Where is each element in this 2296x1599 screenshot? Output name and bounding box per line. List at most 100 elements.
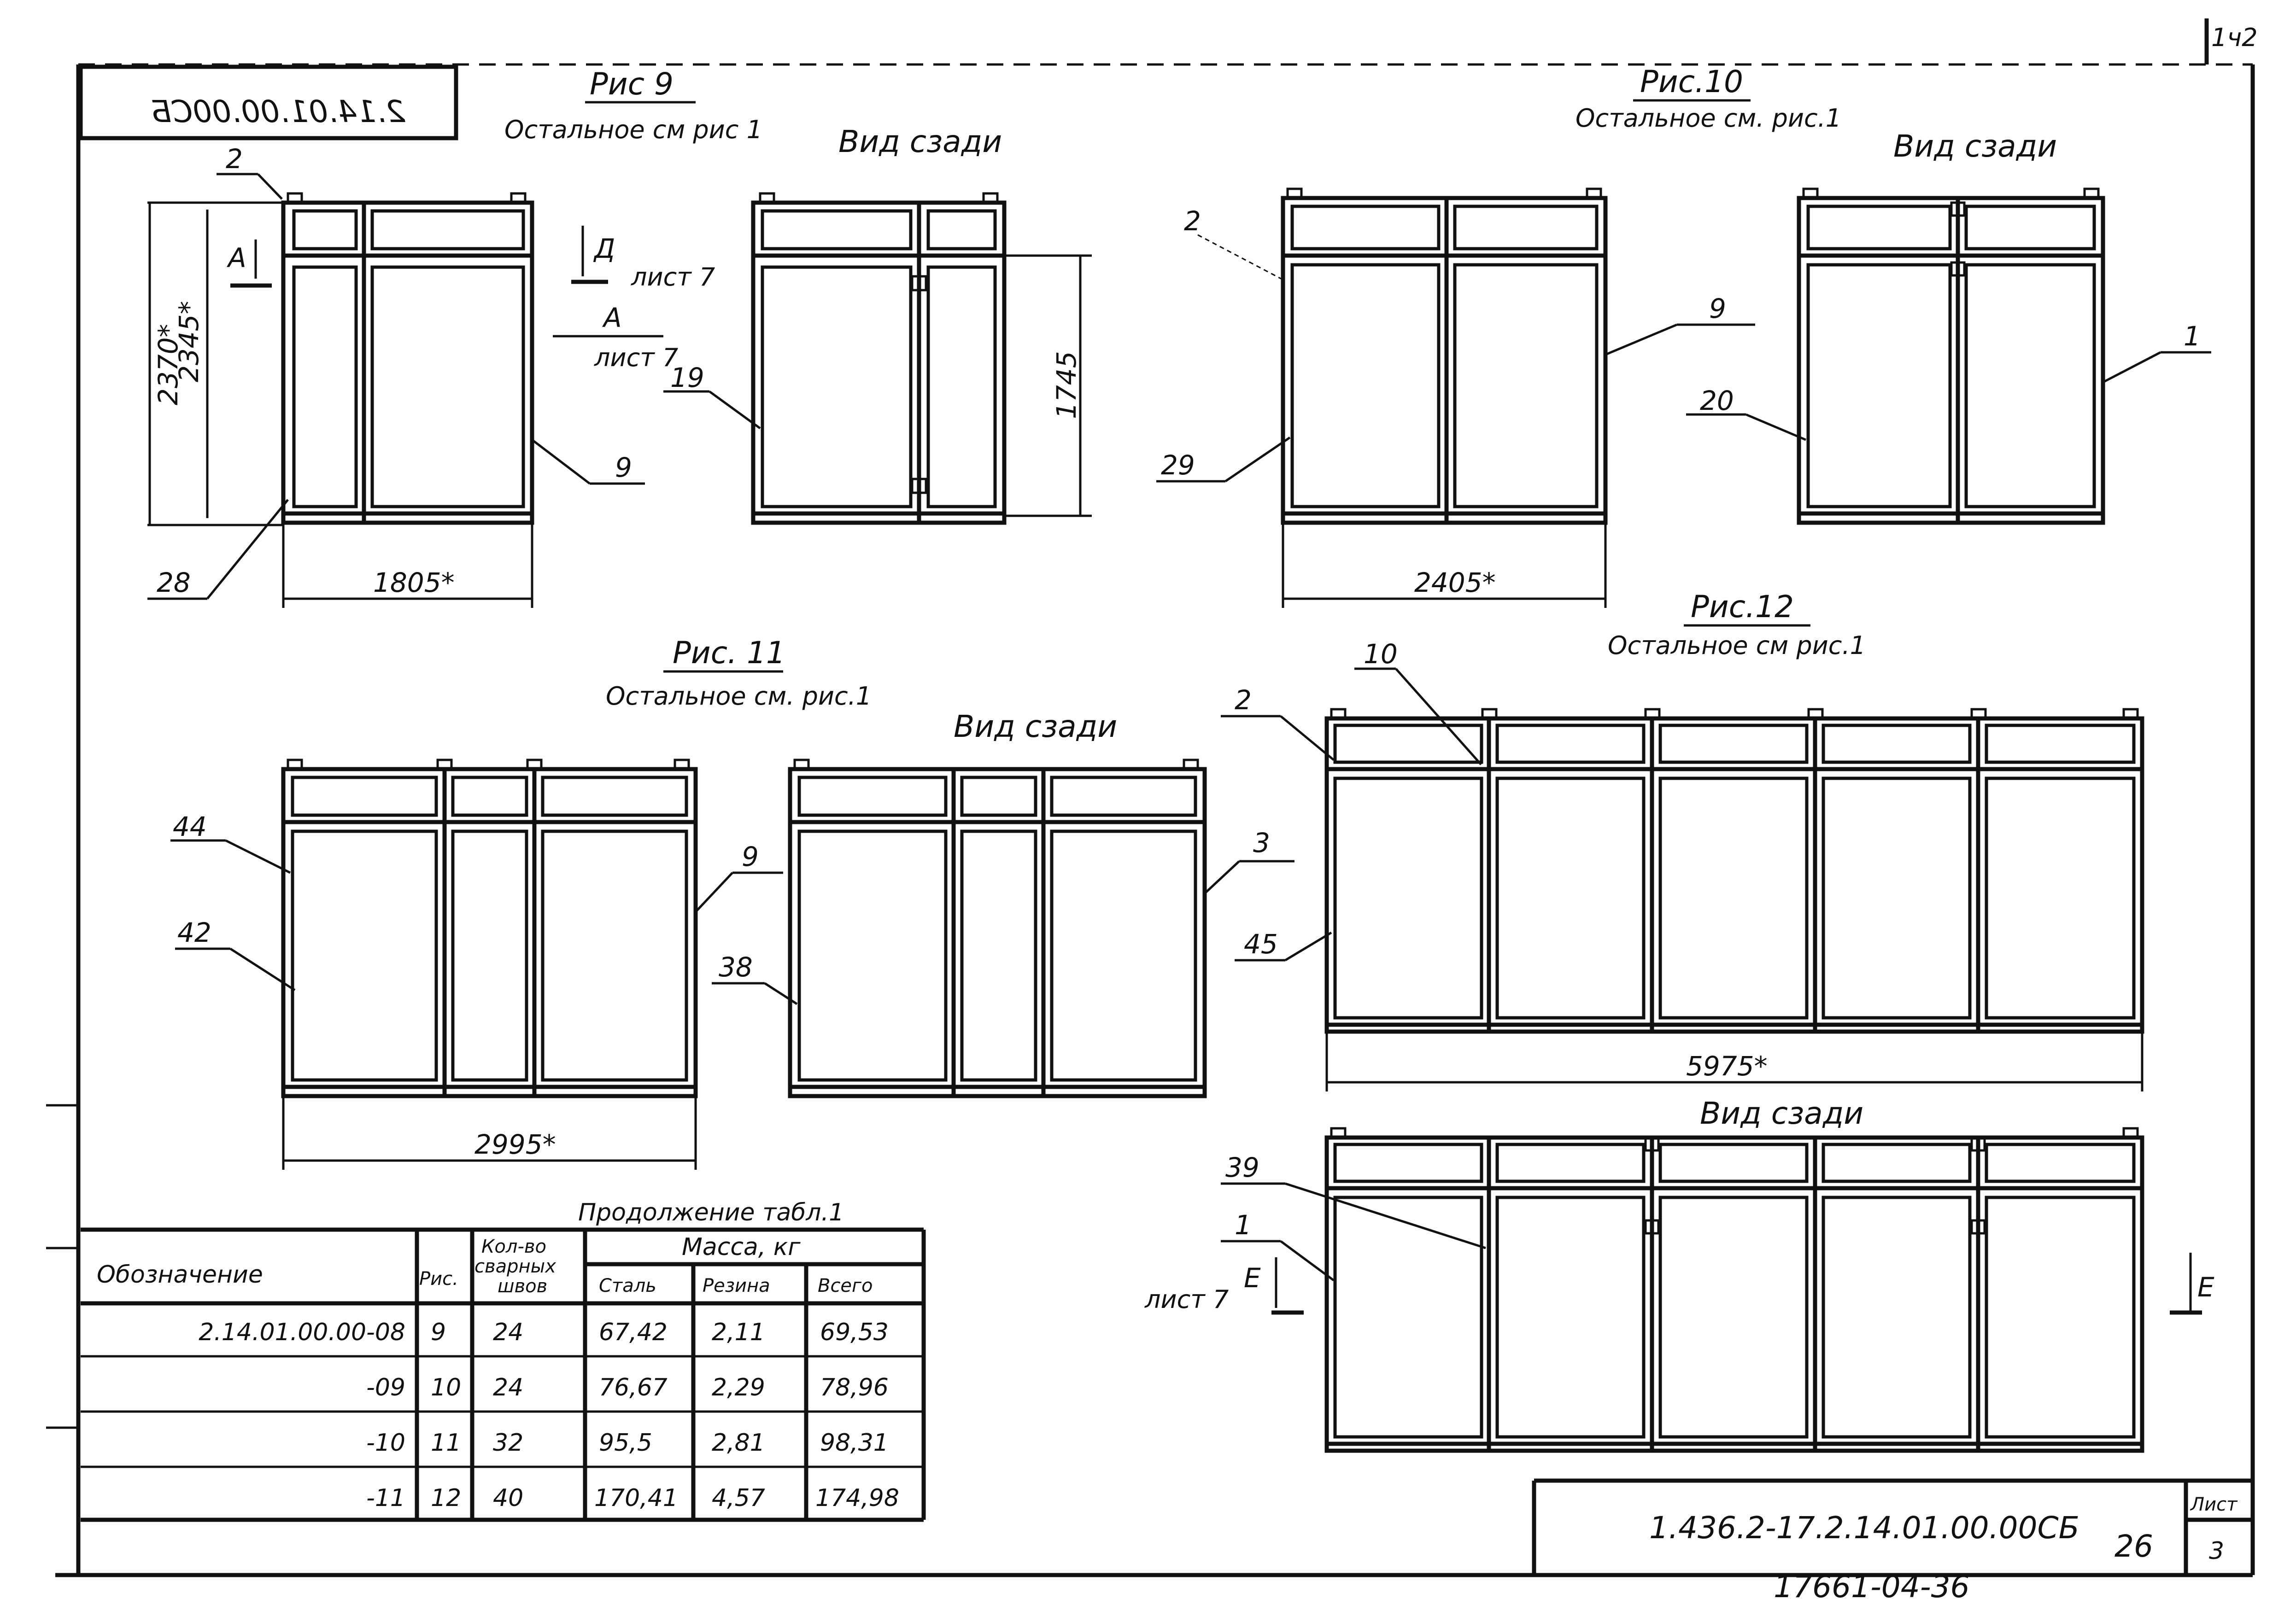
table-header-designation: Обозначение [97,1261,263,1289]
fig12-dim-width: 5975* [1686,1050,1768,1082]
fig12-section-e-sheet: лист 7 [1144,1285,1229,1314]
table-header-welds-1: Кол-во [481,1236,546,1257]
table-row-steel: 170,41 [594,1484,678,1512]
fig12-callout-10: 10 [1364,638,1398,670]
table-row-welds: 24 [493,1319,523,1346]
fig9-section-a-sheet: лист 7 [594,343,678,372]
table-header-mass: Масса, кг [682,1233,801,1261]
table-header-total: Всего [818,1275,873,1296]
fig12-group: Рис.12 Остальное см рис.1 [1144,589,2214,1453]
fig9-callout-9: 9 [615,452,632,483]
table-row-total: 69,53 [820,1319,889,1346]
table-header-rubber: Резина [703,1275,770,1296]
table-row-fig: 11 [431,1429,461,1457]
fig10-title: Рис.10 [1640,64,1743,99]
fig12-callout-39: 39 [1225,1152,1259,1183]
sheet-number: 3 [2209,1537,2224,1565]
fig12-callout-45: 45 [1244,928,1278,960]
fig9-subtitle: Остальное см рис 1 [504,115,762,144]
mass-table: Продолжение табл.1 Обозначение Рис. Кол-… [81,1199,926,1522]
table-row-designation: -11 [366,1484,405,1512]
fig10-group: Рис.10 Остальное см. рис.1 Вид сзади 240… [1156,64,2211,608]
table-row-total: 98,31 [820,1429,889,1457]
fig11-callout-9: 9 [742,841,759,872]
table-header-welds-3: швов [498,1276,547,1297]
table-row-total: 174,98 [815,1484,899,1512]
table-row-fig: 10 [431,1374,461,1401]
table-row-fig: 12 [431,1484,461,1512]
table-row-rubber: 2,29 [712,1374,765,1401]
fig11-callout-42: 42 [177,917,211,948]
table-row-fig: 9 [431,1319,446,1346]
title-block [1532,1478,2253,1575]
fig10-callout-9: 9 [1709,293,1726,324]
table-row-welds: 40 [493,1484,523,1512]
table-row-steel: 76,67 [599,1374,668,1401]
corner-code: 1ч2 [2211,23,2258,52]
fig12-callout-2: 2 [1235,684,1252,716]
fig9-rear-frame [751,192,1007,525]
fig10-rear-view: Вид сзади [1893,128,2057,164]
fig11-title: Рис. 11 [673,635,785,671]
table-header-steel: Сталь [599,1275,656,1296]
fig11-rear-frame [788,759,1207,1098]
sheet-border [46,18,2255,1577]
fig11-callout-38: 38 [719,951,753,983]
table-row-designation: 2.14.01.00.00-08 [199,1319,405,1346]
fig9-section-a: А [602,302,622,333]
fig9-rear-view: Вид сзади [838,124,1002,159]
fig9-dim-h2: 2345* [173,301,205,382]
fig9-dim-width: 1805* [373,567,455,598]
table-row-designation: -09 [366,1374,405,1401]
table-row-steel: 67,42 [599,1319,668,1346]
handwritten-number: 26 [2114,1529,2153,1564]
fig10-dim-width: 2405* [1414,567,1496,598]
fig11-front-frame [281,759,698,1098]
fig11-callout-3: 3 [1253,827,1270,858]
table-row-designation: -10 [366,1429,405,1457]
fig9-callout-2: 2 [226,143,243,175]
fig10-callout-1: 1 [2184,321,2201,352]
fig12-callout-1: 1 [1235,1209,1252,1241]
fig11-subtitle: Остальное см. рис.1 [606,682,872,711]
fig12-rear-frame [1324,1127,2144,1453]
fig9-group: Рис 9 Остальное см рис 1 Вид сзади 2370*… [147,66,1092,608]
fig10-callout-2: 2 [1184,205,1201,237]
fig10-subtitle: Остальное см. рис.1 [1576,104,1841,133]
fig12-section-e-right: Е [2197,1272,2214,1303]
fig10-rear-frame [1797,187,2105,525]
bottom-partial-code: 17661-04-36 [1774,1569,1970,1599]
fig11-group: Рис. 11 Остальное см. рис.1 Вид сзади 29… [170,635,1294,1170]
fig12-front-frame [1324,708,2144,1034]
fig12-section-e-left: Е [1244,1262,1261,1294]
fig9-dim-h1: 2370* [152,324,184,405]
table-caption: Продолжение табл.1 [578,1199,844,1226]
fig12-title: Рис.12 [1691,589,1794,624]
fig10-callout-29: 29 [1161,449,1195,481]
table-row-welds: 32 [493,1429,523,1457]
table-row-welds: 24 [493,1374,523,1401]
doc-code: 1.436.2-17.2.14.01.00.00СБ [1649,1510,2079,1546]
fig9-dim-rear: 1745 [1051,351,1082,419]
fig11-callout-44: 44 [173,811,207,842]
table-row-rubber: 2,81 [712,1429,765,1457]
table-header-fig: Рис. [419,1268,458,1290]
fig9-title: Рис 9 [590,66,674,102]
table-row-total: 78,96 [820,1374,889,1401]
fig11-rear-view: Вид сзади [954,709,1117,744]
table-row-rubber: 4,57 [712,1484,765,1512]
fig9-section-d-sheet: лист 7 [631,263,715,292]
stamp-box [78,64,458,140]
stamp-code: 2.14.01.00.00СБ [151,94,405,129]
fig9-callout-28: 28 [157,567,191,598]
fig12-rear-view: Вид сзади [1700,1096,1863,1131]
fig9-callout-19: 19 [670,362,704,393]
fig10-front-frame [1281,187,1608,525]
fig11-dim-width: 2995* [474,1129,556,1160]
fig12-subtitle: Остальное см рис.1 [1608,631,1866,660]
fig10-callout-20: 20 [1700,385,1734,416]
fig9-section-d: Д [593,233,615,264]
sheet-label: Лист [2190,1494,2238,1515]
table-header-welds-2: сварных [474,1256,556,1277]
